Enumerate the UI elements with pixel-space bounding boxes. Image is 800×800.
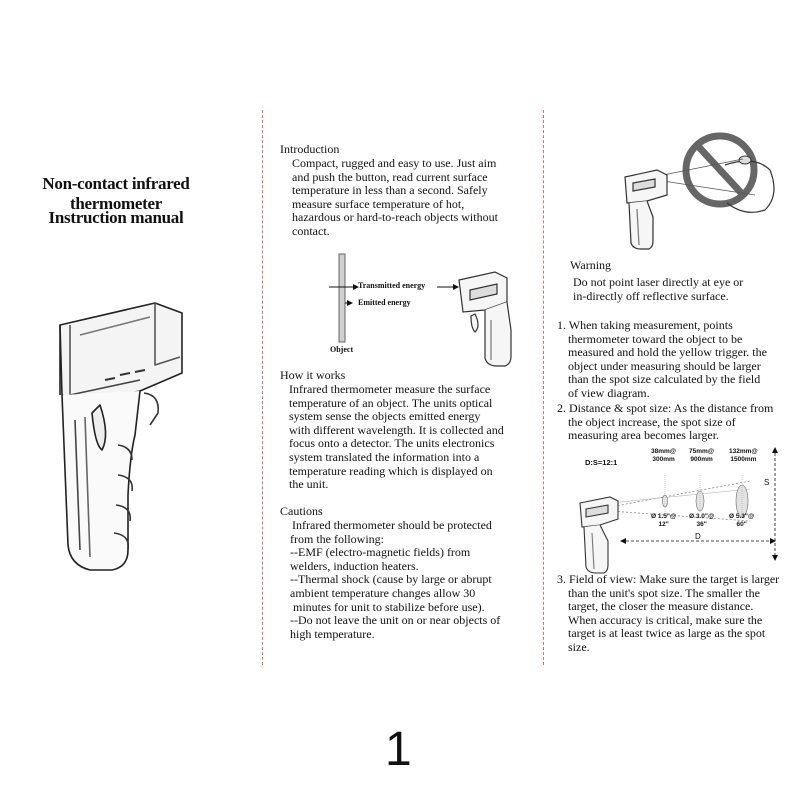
ratio-label: D:S=12:1 <box>585 458 618 467</box>
fold-line-left <box>262 110 263 665</box>
laser-warning-illustration <box>624 132 775 250</box>
instruction-item-3: 3. Field of view: Make sure the target i… <box>557 572 780 654</box>
instruction-item-1: 1. When taking measurement, points therm… <box>557 318 767 400</box>
emitted-energy-label: Emitted energy <box>358 298 411 307</box>
how-it-works-text: Infrared thermometer measure the surface… <box>289 382 504 492</box>
introduction-text: Compact, rugged and easy to use. Just ai… <box>292 156 498 238</box>
distance-label: D <box>695 532 701 541</box>
spot-size-label: S <box>764 478 770 487</box>
energy-diagram <box>329 253 512 367</box>
warning-heading: Warning <box>570 258 612 272</box>
spot-size-diagram <box>579 447 778 574</box>
warning-text: Do not point laser directly at eye or in… <box>573 275 744 303</box>
instruction-item-2: 2. Distance & spot size: As the distance… <box>557 401 774 443</box>
spot-bottom-label-1: Ø 1.5"@ 12" <box>651 513 677 528</box>
spot-top-label-3: 132mm@ 1500mm <box>729 448 758 463</box>
cautions-text: Infrared thermometer should be protected… <box>290 518 501 641</box>
manual-subtitle: Instruction manual <box>48 208 184 227</box>
cautions-heading: Cautions <box>280 504 323 518</box>
page-number: 1 <box>385 723 412 776</box>
spot-bottom-label-2: Ø 3.0"@ 36" <box>689 513 715 528</box>
spot-top-label-2: 75mm@ 900mm <box>689 448 715 463</box>
introduction-heading: Introduction <box>280 142 340 156</box>
manual-title: Non-contact infrared thermometer <box>42 174 190 213</box>
object-label: Object <box>330 345 354 354</box>
spot-bottom-label-3: Ø 5.3"@ 60" <box>729 513 755 528</box>
fold-line-right <box>543 110 544 665</box>
transmitted-energy-label: Transmitted energy <box>358 281 426 290</box>
spot-top-label-1: 38mm@ 300mm <box>651 448 677 463</box>
how-it-works-heading: How it works <box>280 368 346 382</box>
thermometer-illustration <box>59 302 183 571</box>
